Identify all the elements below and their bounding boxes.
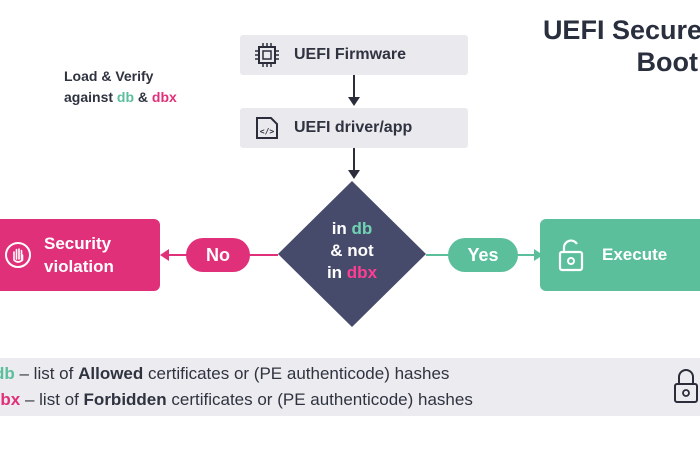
uefi-driver-app-box: </> UEFI driver/app	[240, 108, 468, 148]
no-label: No	[186, 238, 250, 272]
legend-dbx-sep: – list of	[20, 390, 84, 409]
uefi-firmware-box: UEFI Firmware	[240, 35, 468, 75]
legend-dbx-key: dbx	[0, 390, 21, 409]
stop-hand-icon	[4, 241, 32, 269]
title-line-1: UEFI Secure	[542, 15, 700, 45]
code-icon: </>	[252, 113, 282, 143]
legend-db-key: db	[0, 364, 15, 383]
chip-icon	[252, 40, 282, 70]
execute-box: Execute	[540, 219, 700, 291]
uefi-driver-app-label: UEFI driver/app	[294, 119, 413, 136]
decision-text: in db & not in dbx	[278, 218, 426, 284]
legend-db-line: db – list of Allowed certificates or (PE…	[0, 364, 449, 384]
security-violation-label: Security violation	[44, 232, 114, 278]
note-amp: &	[137, 89, 149, 105]
note-db: db	[116, 89, 135, 105]
legend-dbx-line: dbx – list of Forbidden certificates or …	[0, 390, 473, 410]
decision-db: db	[351, 219, 373, 238]
decision-in-2: in	[326, 263, 343, 282]
security-violation-box: Security violation	[0, 219, 160, 291]
decision-line-3: in dbx	[278, 262, 426, 284]
legend-dbx-rest: certificates or (PE authenticode) hashes	[166, 390, 473, 409]
connector-line	[353, 148, 355, 172]
legend-strip: db – list of Allowed certificates or (PE…	[0, 358, 700, 416]
uefi-firmware-label: UEFI Firmware	[294, 46, 407, 63]
decision-diamond	[278, 181, 426, 327]
legend-db-sep: – list of	[14, 364, 79, 383]
load-verify-note: Load & Verify against db & dbx	[64, 66, 177, 108]
decision-line-2: & not	[330, 241, 374, 260]
padlock-icon	[672, 366, 700, 411]
unlocked-padlock-icon	[556, 238, 586, 272]
decision-dbx: dbx	[346, 263, 378, 282]
arrow-right-icon	[534, 249, 543, 261]
yes-label: Yes	[448, 238, 518, 272]
diagram-title: UEFI Secure Boot	[543, 14, 700, 78]
note-line-2: against db & dbx	[64, 87, 177, 108]
connector-line	[353, 75, 355, 99]
arrow-left-icon	[160, 249, 169, 261]
title-line-2: Boot	[636, 47, 698, 77]
violation-line-2: violation	[44, 257, 114, 276]
note-dbx: dbx	[151, 89, 177, 105]
legend-db-rest: certificates or (PE authenticode) hashes	[143, 364, 450, 383]
legend-db-bold: Allowed	[78, 364, 144, 383]
note-line-1: Load & Verify	[64, 68, 154, 84]
decision-in-1: in	[331, 219, 347, 238]
arrow-down-icon	[348, 97, 360, 106]
decision-line-1: in db	[278, 218, 426, 240]
execute-label: Execute	[602, 245, 668, 264]
svg-text:</>: </>	[260, 127, 275, 136]
arrow-down-icon	[348, 170, 360, 179]
legend-dbx-bold: Forbidden	[83, 390, 167, 409]
violation-line-1: Security	[44, 234, 112, 253]
note-against: against	[64, 89, 114, 105]
